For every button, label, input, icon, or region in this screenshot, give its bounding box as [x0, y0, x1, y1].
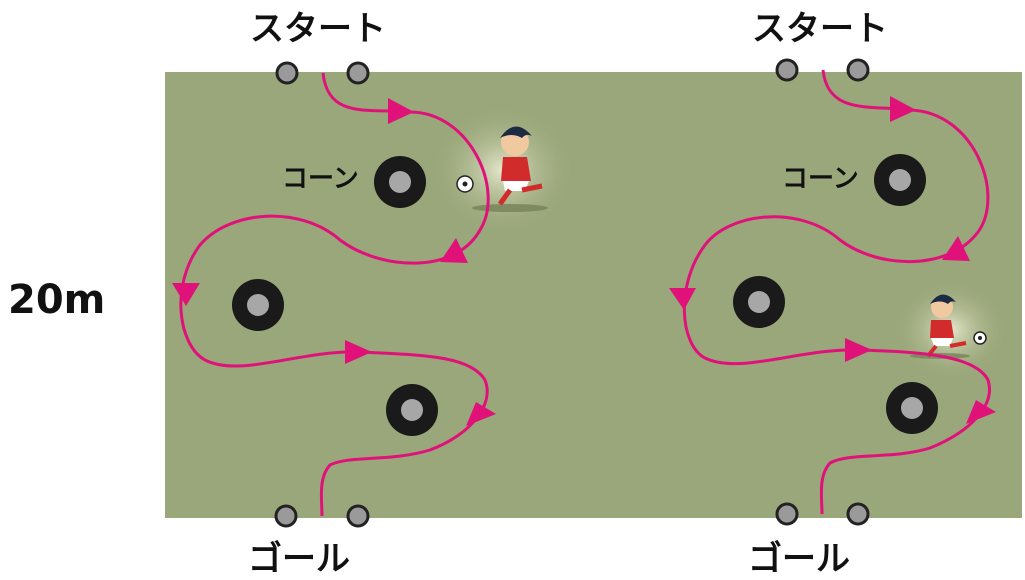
course-1-arrow-4 [345, 340, 372, 364]
course-2-start-label: スタート [752, 9, 888, 49]
course-1-arrow-5 [466, 402, 496, 426]
course-2-arrow-1 [890, 96, 916, 122]
course-2 [669, 58, 1008, 526]
course-1-cone-1 [374, 156, 426, 208]
course-2-start-marker-right [846, 58, 870, 82]
course-2-arrow-5 [966, 400, 996, 424]
course-1-cone-3 [386, 384, 438, 436]
course-2-arrow-3 [669, 288, 696, 310]
course-1-dribble-path [179, 72, 490, 517]
course-2-arrow-2 [942, 236, 970, 261]
course-1 [172, 61, 575, 528]
course-1-start-label: スタート [250, 9, 386, 49]
field [165, 72, 1022, 518]
course-1-start-marker-right [346, 61, 370, 85]
course-1-start-marker-left [275, 61, 299, 85]
course-2-soccer-player-icon [893, 280, 1008, 380]
course-2-goal-marker-left [775, 502, 799, 526]
course-1-arrow-2 [440, 238, 468, 263]
course-2-cone-2 [733, 276, 785, 328]
course-1-arrow-1 [388, 98, 414, 124]
course-1-goal-marker-right [346, 504, 370, 528]
course-2-start-marker-left [775, 58, 799, 82]
course-1-goal-label: ゴール [248, 539, 350, 579]
course-1-cone-2 [232, 279, 284, 331]
course-1-cone-label: コーン [282, 164, 359, 194]
course-1-arrow-3 [172, 283, 200, 306]
course-1-goal-marker-left [274, 504, 298, 528]
course-2-goal-marker-right [846, 502, 870, 526]
course-2-arrow-4 [845, 338, 872, 362]
distance-label: 20m [8, 277, 106, 323]
course-2-goal-label: ゴール [748, 539, 850, 579]
course-2-cone-3 [886, 382, 938, 434]
course-2-cone-label: コーン [782, 164, 859, 194]
course-2-cone-1 [874, 154, 926, 206]
course-2-dribble-path [682, 69, 991, 515]
